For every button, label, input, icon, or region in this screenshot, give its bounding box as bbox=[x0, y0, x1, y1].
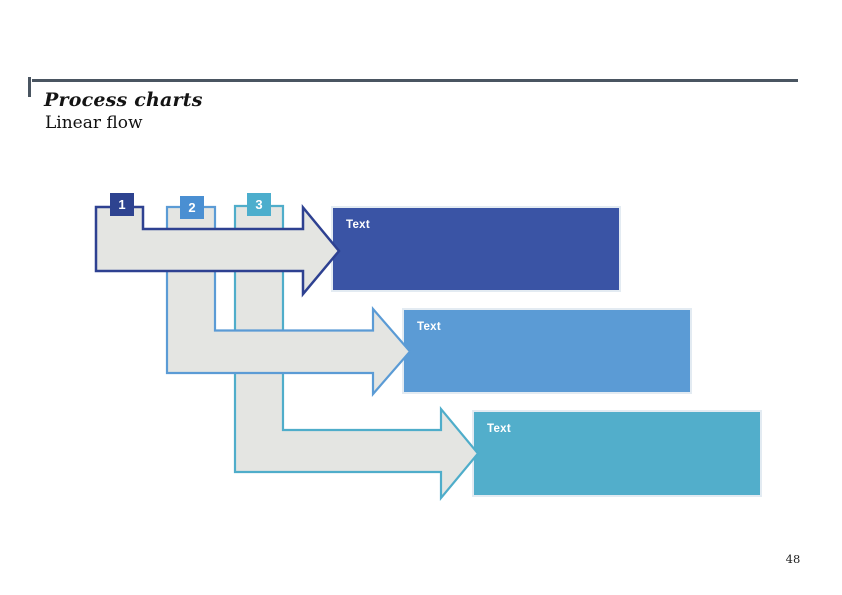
step-2-text-box: Text bbox=[402, 308, 692, 394]
slide-title: Process charts bbox=[44, 89, 203, 111]
step-1-box-label: Text bbox=[346, 219, 370, 231]
step-3-box-label: Text bbox=[487, 423, 511, 435]
step-1-number-badge: 1 bbox=[110, 193, 134, 216]
step-3-text-box: Text bbox=[472, 410, 762, 497]
step-2-number-badge: 2 bbox=[180, 196, 204, 219]
step-1-text-box: Text bbox=[331, 206, 621, 292]
step-1-arrow bbox=[94, 204, 341, 298]
page-number: 48 bbox=[785, 552, 801, 566]
step-2-box-label: Text bbox=[417, 321, 441, 333]
header-rule bbox=[32, 79, 798, 82]
header-bracket-vertical bbox=[28, 77, 31, 97]
step-3-number-badge: 3 bbox=[247, 193, 271, 216]
slide-subtitle: Linear flow bbox=[45, 113, 143, 133]
